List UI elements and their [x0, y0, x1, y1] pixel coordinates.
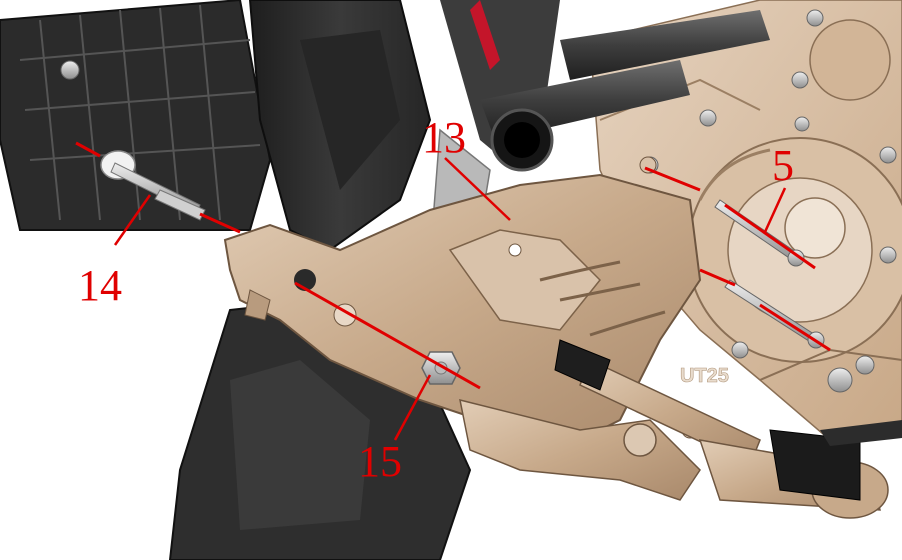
callout-13: 13	[422, 113, 466, 162]
leader-lines	[113, 157, 787, 441]
callout-5: 5	[772, 141, 794, 190]
engraving-text: UT25	[680, 365, 729, 387]
shift-lever	[459, 339, 902, 519]
bolt-14	[100, 150, 206, 221]
bracket-hole	[639, 156, 657, 174]
radiator-bolt	[60, 60, 80, 80]
radiator-shroud	[248, 0, 432, 252]
callout-14: 14	[78, 261, 122, 310]
assembly-lines	[75, 141, 831, 390]
callout-15: 15	[358, 437, 402, 486]
bracket-hole	[508, 243, 522, 257]
radiator	[0, 0, 272, 231]
footpeg-rubber	[554, 339, 611, 391]
bracket-tab	[244, 289, 271, 321]
